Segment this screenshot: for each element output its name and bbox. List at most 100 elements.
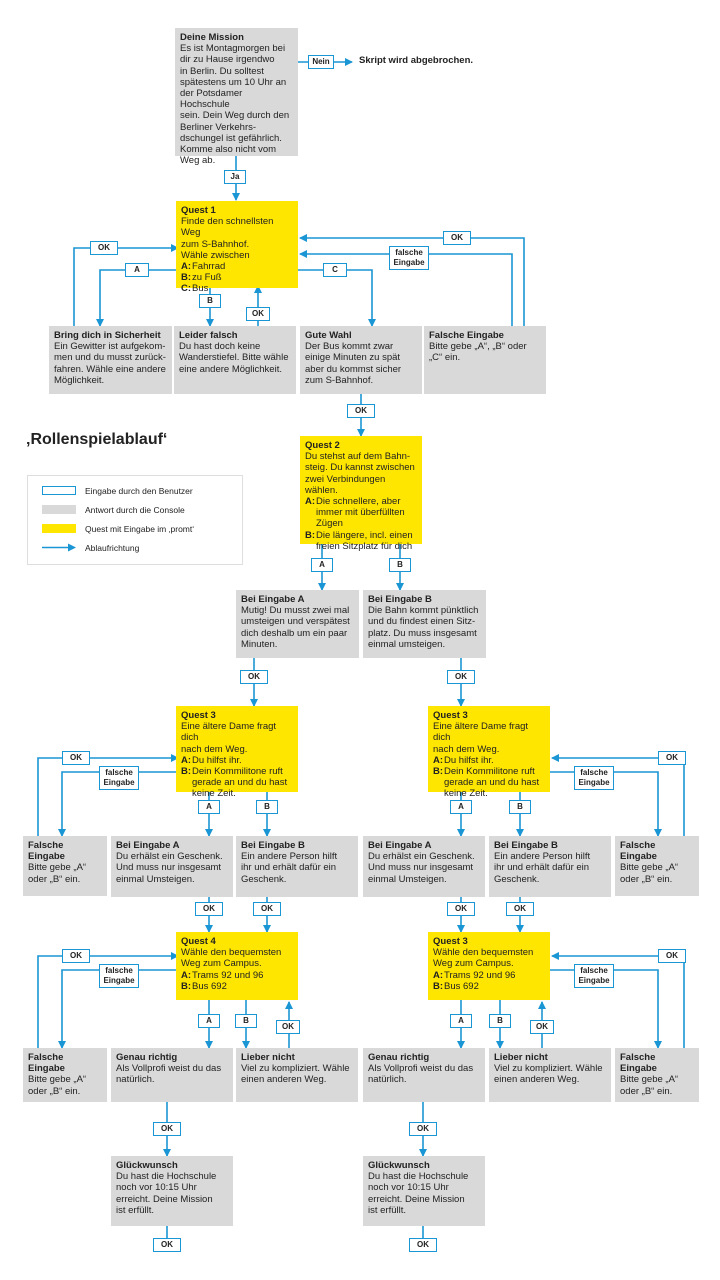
option-text: Bus: [192, 283, 209, 295]
option-text: Trams 92 und 96: [192, 969, 264, 981]
box-title: Bring dich in Sicherheit: [54, 330, 161, 341]
input-a: A: [125, 263, 149, 277]
box-text: Bitte gebe „A“ oder „B“ ein.: [28, 862, 87, 885]
quest4-right-box: Quest 3 Wähle den bequemsten Weg zum Cam…: [428, 932, 550, 1000]
abort-text: Skript wird abgebrochen.: [359, 55, 474, 66]
result-box: Bei Eingabe B Ein andere Person hilft ih…: [236, 836, 358, 897]
quest3-right-box: Quest 3 Eine ältere Dame fragt dich nach…: [428, 706, 550, 799]
box-text: Du hast doch keine Wanderstiefel. Bitte …: [179, 341, 289, 375]
option-text: Du hilfst ihr.: [192, 754, 242, 766]
box-title: Lieber nicht: [241, 1052, 295, 1063]
input-ja: Ja: [224, 170, 246, 184]
box-text: Ein andere Person hilft ihr und erhält d…: [241, 851, 338, 885]
box-title: Bei Eingabe A: [368, 840, 432, 851]
input-falsche-eingabe: falsche Eingabe: [389, 246, 429, 270]
result-box: Leider falsch Du hast doch keine Wanders…: [174, 326, 296, 394]
input-b: B: [235, 1014, 257, 1028]
quest2-box: Quest 2 Du stehst auf dem Bahn- steig. D…: [300, 436, 422, 552]
box-title: Glückwunsch: [116, 1160, 178, 1171]
input-falsche-eingabe: falsche Eingabe: [99, 964, 139, 988]
option-key: A:: [181, 754, 192, 766]
flow-arrow: [551, 754, 685, 836]
option-a: A:Fahrrad: [181, 261, 293, 272]
box-title: Lieber nicht: [494, 1052, 548, 1063]
option-text: Dein Kommilitone ruft gerade an und du h…: [192, 766, 288, 800]
box-text: Bitte gebe „A“ oder „B“ ein.: [28, 1074, 87, 1097]
input-nein: Nein: [308, 55, 334, 69]
box-title: Quest 3: [433, 936, 468, 947]
wrong-input-box: Falsche Eingabe Bitte gebe „A“ oder „B“ …: [615, 1048, 699, 1102]
box-text: Du erhälst ein Geschenk. Und muss nur in…: [368, 851, 475, 885]
box-text: Wähle den bequemsten Weg zum Campus.: [433, 947, 534, 970]
input-a: A: [198, 1014, 220, 1028]
box-text: Als Vollprofi weist du das natürlich.: [368, 1063, 474, 1086]
input-falsche-eingabe: falsche Eingabe: [99, 766, 139, 790]
option-text: Die längere, incl. einen freien Sitzplat…: [316, 529, 413, 552]
box-title: Bei Eingabe A: [116, 840, 180, 851]
wrong-input-box: Falsche Eingabe Bitte gebe „A“ oder „B“ …: [23, 1048, 107, 1102]
result-box: Bei Eingabe A Du erhälst ein Geschenk. U…: [363, 836, 485, 897]
option-key: A:: [181, 969, 192, 981]
input-ok: OK: [506, 902, 534, 916]
option-text: Du hilfst ihr.: [444, 754, 494, 766]
legend-label: Quest mit Eingabe im ‚promt‘: [85, 524, 195, 534]
input-b: B: [389, 558, 411, 572]
option-key: B:: [181, 980, 192, 992]
result-box: Gute Wahl Der Bus kommt zwar einige Minu…: [300, 326, 422, 394]
input-ok: OK: [443, 231, 471, 245]
box-title: Quest 1: [181, 205, 216, 216]
box-title: Glückwunsch: [368, 1160, 430, 1171]
result-box: Bei Eingabe B Die Bahn kommt pünktlich u…: [363, 590, 486, 658]
option-a: A:Du hilfst ihr.: [433, 755, 545, 766]
wrong-input-box: Falsche Eingabe Bitte gebe „A“ oder „B“ …: [23, 836, 107, 896]
option-a: A:Trams 92 und 96: [181, 970, 293, 981]
option-key: A:: [433, 969, 444, 981]
input-ok: OK: [658, 949, 686, 963]
input-ok: OK: [409, 1238, 437, 1252]
box-text: Bitte gebe „A“ oder „B“ ein.: [620, 1074, 679, 1097]
option-key: A:: [433, 754, 444, 766]
wrong-input-box: Falsche Eingabe Bitte gebe „A“ oder „B“ …: [615, 836, 699, 896]
legend-label: Antwort durch die Console: [85, 505, 185, 515]
legend-swatch-console: [42, 505, 76, 514]
box-title: Quest 3: [181, 710, 216, 721]
legend-label: Eingabe durch den Benutzer: [85, 486, 193, 496]
input-ok: OK: [409, 1122, 437, 1136]
flow-arrow: [37, 754, 179, 836]
quest3-left-box: Quest 3 Eine ältere Dame fragt dich nach…: [176, 706, 298, 799]
input-ok: OK: [240, 670, 268, 684]
option-key: B:: [181, 766, 192, 778]
flow-arrow: [58, 969, 178, 1049]
input-ok: OK: [62, 751, 90, 765]
box-text: Als Vollprofi weist du das natürlich.: [116, 1063, 222, 1086]
input-ok: OK: [62, 949, 90, 963]
flow-arrow: [73, 244, 179, 326]
result-box: Lieber nicht Viel zu kompliziert. Wähle …: [236, 1048, 358, 1102]
box-title: Falsche Eingabe: [28, 1052, 65, 1075]
box-text: Du erhälst ein Geschenk. Und muss nur in…: [116, 851, 223, 885]
box-text: Finde den schnellsten Weg zum S-Bahnhof.…: [181, 216, 274, 261]
legend: Eingabe durch den Benutzer Antwort durch…: [27, 475, 243, 565]
input-a: A: [311, 558, 333, 572]
input-b: B: [199, 294, 221, 308]
input-ok: OK: [347, 404, 375, 418]
input-falsche-eingabe: falsche Eingabe: [574, 766, 614, 790]
box-text: Eine ältere Dame fragt dich nach dem Weg…: [433, 721, 529, 755]
option-a: A:Trams 92 und 96: [433, 970, 545, 981]
option-b: B:Die längere, incl. einen freien Sitzpl…: [305, 530, 417, 552]
input-ok: OK: [195, 902, 223, 916]
input-ok: OK: [246, 307, 270, 321]
mission-box: Deine Mission Es ist Montagmorgen bei di…: [175, 28, 298, 166]
option-b: B:Dein Kommilitone ruft gerade an und du…: [433, 766, 545, 800]
result-box: Bring dich in Sicherheit Ein Gewitter is…: [49, 326, 172, 394]
flow-arrow: [298, 269, 376, 327]
input-ok: OK: [153, 1122, 181, 1136]
box-text: Viel zu kompliziert. Wähle einen anderen…: [494, 1063, 603, 1086]
box-title: Quest 3: [433, 710, 468, 721]
option-text: Die schnellere, aber immer mit überfüllt…: [316, 496, 405, 530]
option-key: B:: [433, 766, 444, 778]
box-title: Quest 4: [181, 936, 216, 947]
input-ok: OK: [153, 1238, 181, 1252]
box-text: Du hast die Hochschule noch vor 10:15 Uh…: [116, 1171, 217, 1216]
